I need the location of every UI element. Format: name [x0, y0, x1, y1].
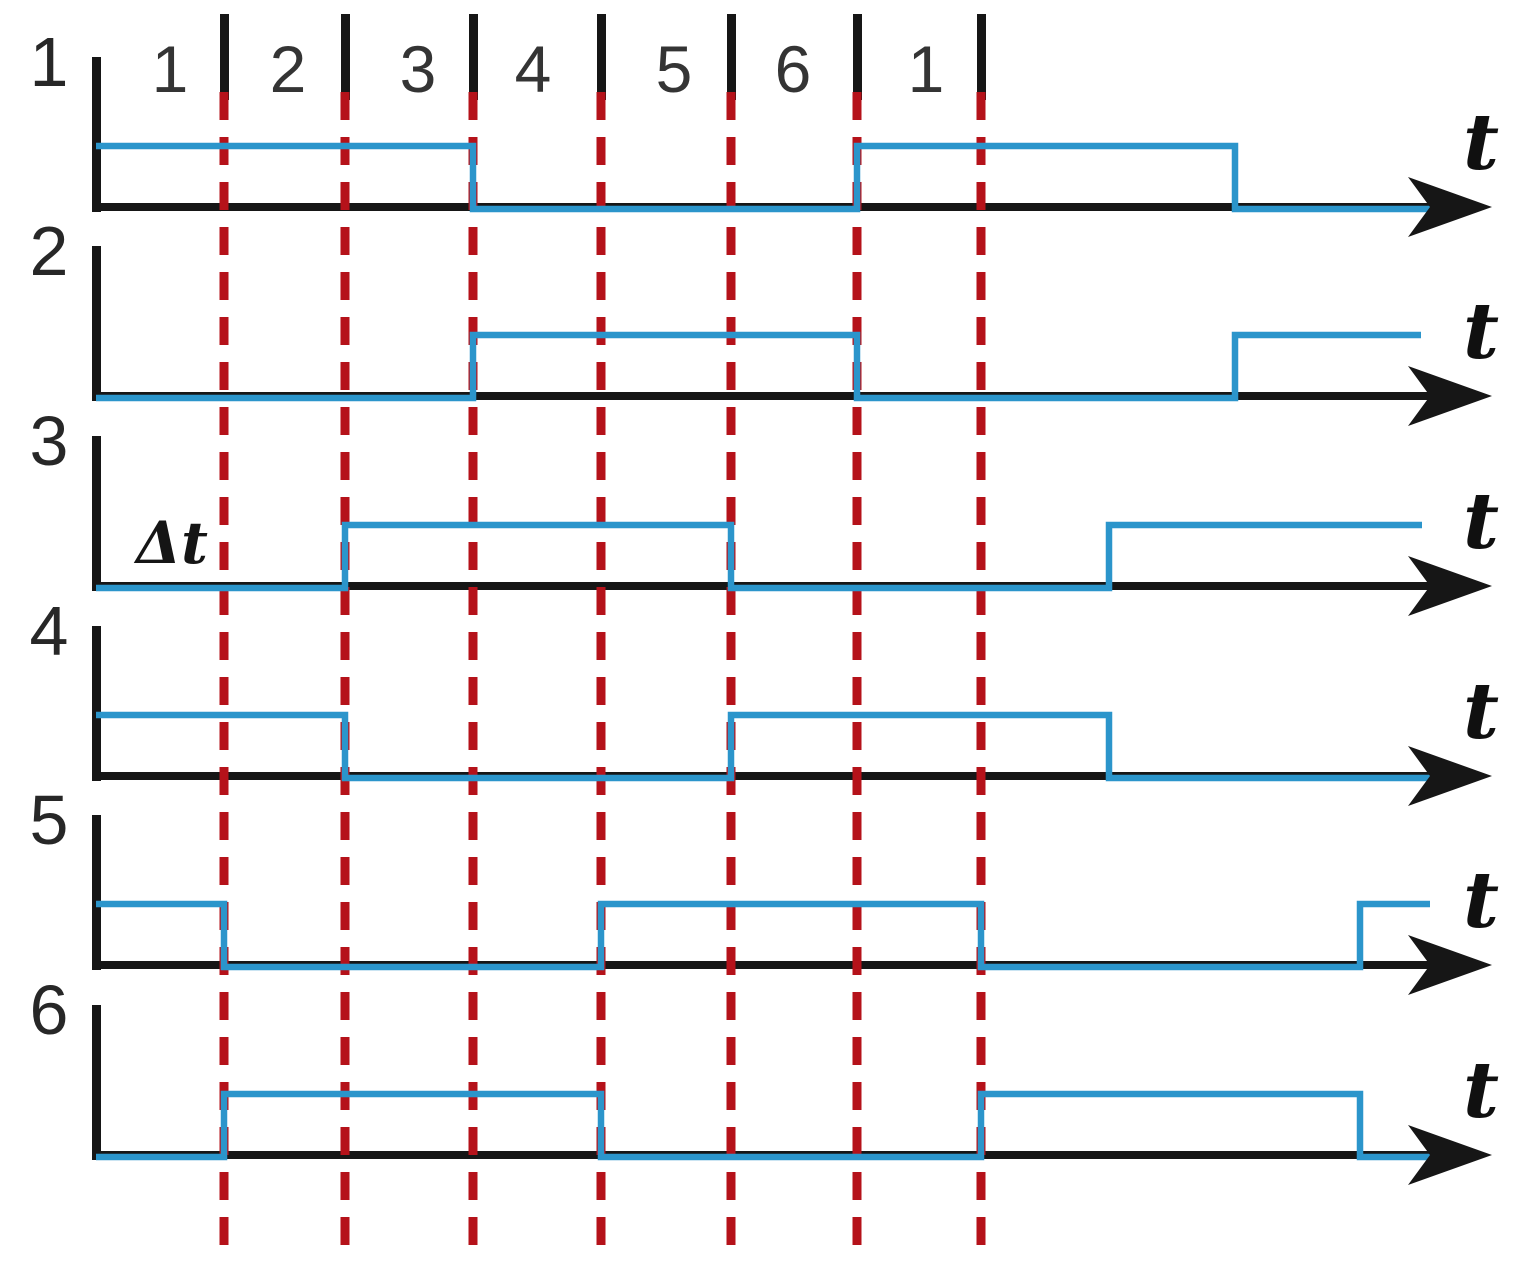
waveform-line-6 [96, 1090, 1463, 1161]
signal-axis-vertical-2 [92, 246, 101, 401]
signal-axis-vertical-1 [92, 57, 101, 212]
time-axis-line-2 [92, 392, 1462, 400]
interval-tick-5 [727, 14, 736, 100]
time-axis-line-5 [92, 961, 1462, 969]
signal-axis-vertical-4 [92, 626, 101, 781]
signal-axis-vertical-5 [92, 815, 101, 970]
waveform-line-1 [96, 142, 1463, 213]
interval-tick-4 [597, 14, 606, 100]
time-axis-arrowhead-3 [1408, 556, 1492, 616]
interval-tick-3 [469, 14, 478, 100]
time-axis-arrowhead-1 [1408, 177, 1492, 237]
signal-axis-vertical-6 [92, 1005, 101, 1160]
signal-axis-vertical-3 [92, 436, 101, 591]
time-axis-line-4 [92, 772, 1462, 780]
interval-tick-2 [341, 14, 350, 100]
time-axis-arrowhead-4 [1408, 746, 1492, 806]
waveform-line-3 [96, 521, 1422, 592]
waveform-line-4 [96, 711, 1463, 782]
time-axis-arrowhead-5 [1408, 935, 1492, 995]
time-axis-arrowhead-2 [1408, 366, 1492, 426]
interval-tick-1 [220, 14, 229, 100]
waveform-line-2 [96, 331, 1421, 402]
time-axis-arrowhead-6 [1408, 1125, 1492, 1185]
waveform-line-5 [96, 900, 1430, 971]
interval-tick-6 [853, 14, 862, 100]
interval-tick-7 [977, 14, 986, 100]
